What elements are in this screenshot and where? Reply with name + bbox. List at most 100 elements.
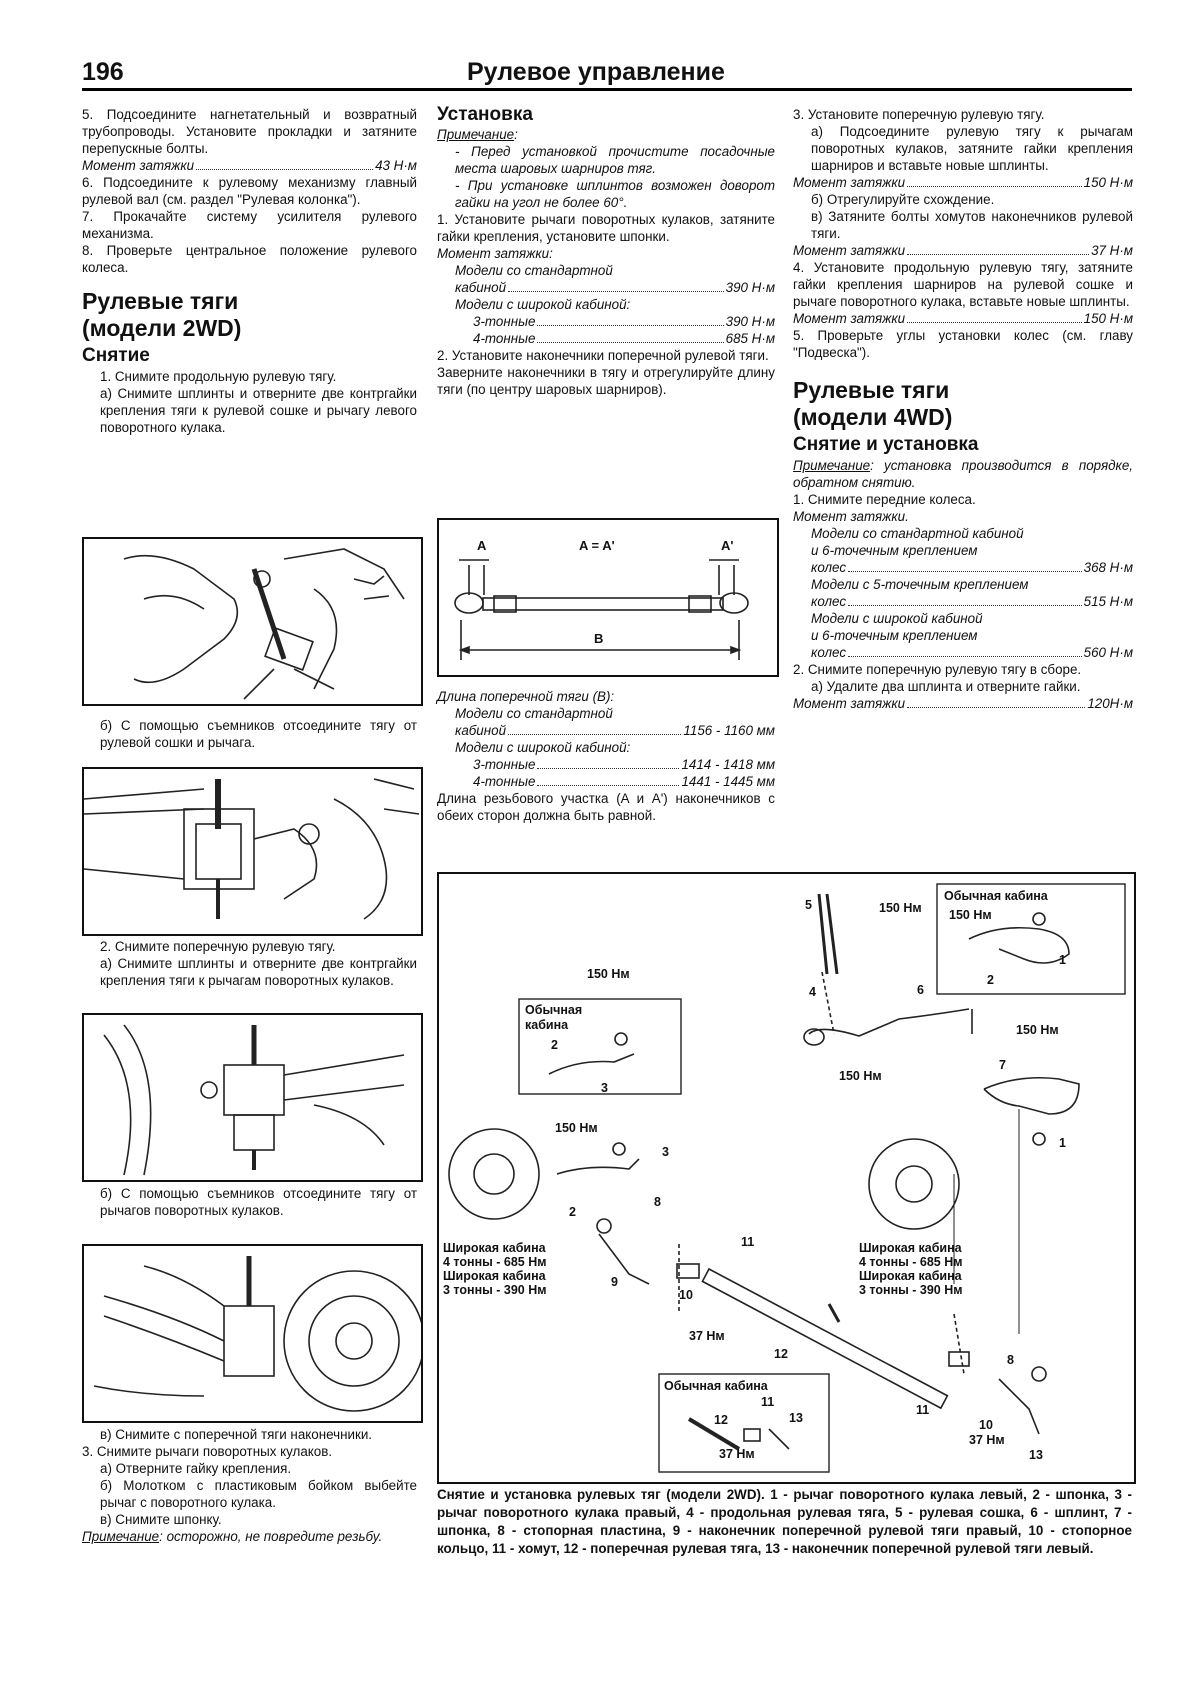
model-1a: Модели со стандартной кабиной [811, 526, 1024, 541]
figure-puller-drag-link [82, 767, 423, 936]
length-std: Модели со стандартной [455, 706, 613, 721]
column-middle-b: Длина поперечной тяги (B): Модели со ста… [437, 688, 775, 824]
fig-num-10: 10 [679, 1288, 693, 1302]
label-b: B [594, 631, 603, 646]
removal-step-2b: б) С помощью съемников отсоедините тягу … [100, 1186, 417, 1218]
fig-label-ordinary-b: кабина [525, 1018, 569, 1032]
fig-num-8: 8 [654, 1195, 661, 1209]
fig-num-4: 4 [809, 985, 816, 999]
fig-label-150nm: 150 Нм [839, 1069, 882, 1083]
column-left-e: в) Снимите с поперечной тяги наконечники… [82, 1426, 417, 1545]
model-3a: Модели с широкой кабиной [811, 611, 983, 626]
model-3b: и 6-точечным креплением [811, 628, 978, 643]
fig-num-13: 13 [789, 1411, 803, 1425]
length-title: Длина поперечной тяги (B): [437, 689, 615, 704]
fig-num-7: 7 [999, 1058, 1006, 1072]
page-number: 196 [82, 58, 124, 86]
removal-step-3a: а) Отверните гайку крепления. [100, 1461, 292, 1476]
install-step-1: 1. Установите рычаги поворотных кулаков,… [437, 212, 775, 244]
fig-label-150nm: 150 Нм [1016, 1023, 1059, 1037]
step-1-4wd: 1. Снимите передние колеса. [793, 492, 976, 507]
model-1b: и 6-точечным креплением [811, 543, 978, 558]
removal-step-1a: а) Снимите шплинты и отверните две контр… [100, 386, 417, 435]
fig-num-11: 11 [761, 1395, 774, 1409]
thread-note: Длина резьбового участка (A и A') наконе… [437, 791, 775, 823]
fig-wide-right-3: 3 тонны - 390 Нм [859, 1283, 963, 1297]
std-cab: Модели со стандартной [455, 263, 613, 278]
fig-label-37nm: 37 Нм [689, 1329, 725, 1343]
step-7: 7. Прокачайте систему усилителя рулевого… [82, 209, 417, 241]
label-a-equals: A = A' [579, 538, 615, 553]
label-a: A [477, 538, 487, 553]
model-2a: Модели с 5-точечным креплением [811, 577, 1029, 592]
page-header: 196 Рулевое управление [82, 56, 1132, 91]
torque-title: Момент затяжки: [437, 246, 553, 261]
fig-label-37nm: 37 Нм [969, 1433, 1005, 1447]
figure-arm-removal [82, 1244, 423, 1423]
fig-label-ordinary-cab: Обычная кабина [664, 1379, 769, 1393]
column-left-c: 2. Снимите поперечную рулевую тягу. а) С… [82, 938, 417, 989]
removal-step-1: 1. Снимите продольную рулевую тягу. [100, 369, 337, 384]
fig-label-150nm: 150 Нм [587, 967, 630, 981]
removal-step-3c: в) Снимите шпонку. [100, 1512, 222, 1527]
wide-cab: Модели с широкой кабиной: [455, 297, 631, 312]
fig-num-9: 9 [611, 1275, 618, 1289]
label-a-prime: A' [721, 538, 733, 553]
fig-wide-right-0: Широкая кабина [859, 1241, 963, 1255]
column-right: 3. Установите поперечную рулевую тягу. а… [793, 106, 1133, 712]
removal-step-3b: б) Молотком с пластиковым бойком выбейте… [100, 1478, 417, 1510]
fig-num-5: 5 [805, 898, 812, 912]
install-step-3c: в) Затяните болты хомутов наконечников р… [811, 209, 1133, 241]
fig-num-2: 2 [551, 1038, 558, 1052]
fig-num-2: 2 [569, 1205, 576, 1219]
install-step-3b: б) Отрегулируйте схождение. [811, 192, 995, 207]
page-title: Рулевое управление [467, 58, 725, 86]
fig-wide-left-3: 3 тонны - 390 Нм [443, 1283, 547, 1297]
fig-wide-left-0: Широкая кабина [443, 1241, 547, 1255]
install-step-2: 2. Установите наконечники поперечной рул… [437, 348, 769, 363]
install-step-3: 3. Установите поперечную рулевую тягу. [793, 107, 1045, 122]
torque-title-4wd: Момент затяжки. [793, 509, 909, 524]
figure-tie-rod-length: A A' A = A' B [437, 518, 779, 677]
note: Примечание: осторожно, не повредите резь… [82, 1529, 383, 1544]
install-step-4: 4. Установите продольную рулевую тягу, з… [793, 260, 1133, 309]
column-middle: Установка Примечание: - Перед установкой… [437, 104, 775, 398]
fig-label-150nm: 150 Нм [555, 1121, 598, 1135]
fig-num-1: 1 [1059, 1136, 1066, 1150]
fig-num-11: 11 [916, 1403, 929, 1417]
step-6: 6. Подсоедините к рулевому механизму гла… [82, 175, 417, 207]
fig-num-13: 13 [1029, 1448, 1043, 1462]
figure-drag-link-removal [82, 537, 423, 706]
fig-wide-left-1: 4 тонны - 685 Нм [443, 1255, 547, 1269]
fig-num-3: 3 [662, 1145, 669, 1159]
note-1: - Перед установкой прочистите посадочные… [455, 144, 775, 176]
column-left-d: б) С помощью съемников отсоедините тягу … [82, 1185, 417, 1219]
removal-step-2c: в) Снимите с поперечной тяги наконечники… [100, 1427, 373, 1442]
fig-num-2: 2 [987, 973, 994, 987]
fig-wide-right-2: Широкая кабина [859, 1269, 963, 1283]
figure-exploded-steering-linkage: 150 Нм Обычная кабина 150 Нм 150 Нм Обыч… [437, 872, 1136, 1484]
subsection-heading: Снятие [82, 345, 150, 366]
fig-num-10: 10 [979, 1418, 993, 1432]
step-5: 5. Подсоедините нагнетательный и возврат… [82, 107, 417, 156]
note-2: - При установке шплинтов возможен доворо… [455, 178, 775, 210]
step-2a-4wd: а) Удалите два шплинта и отверните гайки… [811, 679, 1081, 694]
fig-wide-right-1: 4 тонны - 685 Нм [859, 1255, 963, 1269]
figure-tie-rod-removal [82, 1013, 423, 1182]
fig-num-1: 1 [1059, 953, 1066, 967]
note-4wd: Примечание: установка производится в пор… [793, 458, 1133, 490]
fig-num-12: 12 [774, 1347, 788, 1361]
